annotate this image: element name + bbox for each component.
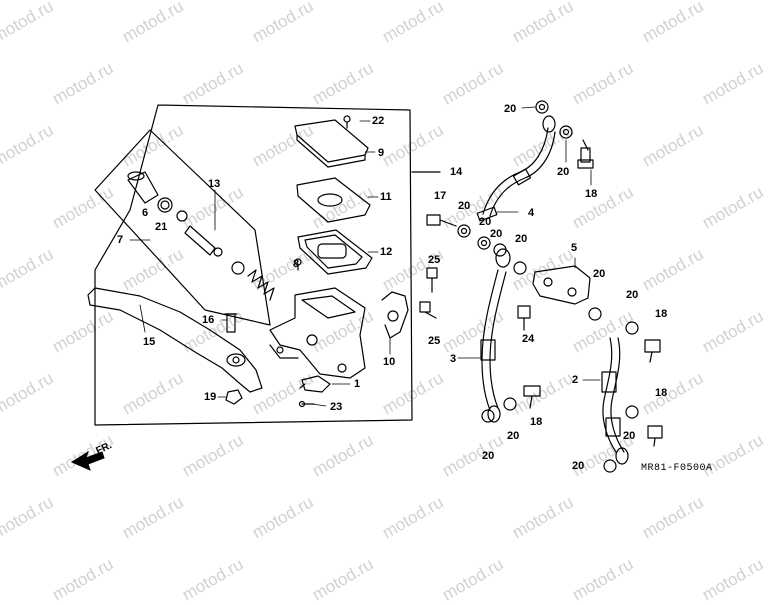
- plate-11: [296, 177, 371, 223]
- callout-22: 22: [372, 115, 385, 127]
- bolt-18-right: [644, 339, 661, 363]
- callout-4: 4: [528, 207, 535, 219]
- bolt-24: [517, 305, 531, 331]
- callout-1: 1: [354, 378, 361, 390]
- washer-20-h3d: [503, 397, 517, 411]
- diagram-code: MR81-F0500A: [641, 463, 713, 474]
- callout-20-hose4a: 20: [458, 200, 471, 212]
- callout-20-h2a: 20: [623, 430, 636, 442]
- callout-15: 15: [143, 336, 156, 348]
- callout-20-h3a: 20: [490, 228, 503, 240]
- callout-24: 24: [522, 333, 535, 345]
- callout-21: 21: [155, 221, 168, 233]
- boot-6: [127, 171, 159, 204]
- piston-rod: [184, 225, 245, 275]
- callout-23: 23: [330, 401, 343, 413]
- washer-20-topright: [559, 125, 573, 139]
- callout-2: 2: [572, 374, 579, 386]
- callout-5: 5: [571, 242, 578, 254]
- assembly-frame-14: [94, 104, 413, 426]
- three-way-joint-5: [532, 265, 591, 305]
- parts-diagram: [70, 100, 663, 473]
- callout-25a: 25: [428, 254, 441, 266]
- callout-20-topright: 20: [557, 166, 570, 178]
- callout-19: 19: [204, 391, 217, 403]
- switch-1: [299, 375, 331, 393]
- washer-20-top: [535, 100, 549, 114]
- callout-18-mid: 18: [530, 416, 543, 428]
- callout-20-joint: 20: [593, 268, 606, 280]
- callout-8: 8: [293, 258, 300, 270]
- lever-15: [87, 287, 263, 393]
- callout-14: 14: [450, 166, 463, 178]
- holder-10: [381, 291, 409, 339]
- pivot-bolt-16: [224, 313, 238, 333]
- screw-22: [343, 115, 351, 129]
- bolt-25b: [419, 301, 437, 319]
- callout-11: 11: [380, 191, 392, 203]
- front-direction-arrow: [70, 450, 105, 471]
- washer-20-hose4a: [457, 224, 471, 238]
- nut-19: [225, 389, 243, 405]
- callout-7: 7: [117, 234, 124, 246]
- piston-kit-frame-13: [94, 129, 271, 326]
- callout-18-top: 18: [585, 188, 598, 200]
- bolt-18-top: [577, 139, 594, 169]
- callout-18-right: 18: [655, 308, 668, 320]
- washer-a: [176, 210, 188, 222]
- callout-20-joint2: 20: [626, 289, 639, 301]
- screw-8: [294, 258, 302, 271]
- washer-20-joint2: [625, 321, 639, 335]
- callout-20-hose4b: 20: [479, 216, 492, 228]
- washer-20-h2b: [603, 459, 617, 473]
- callout-20-h3b: 20: [515, 233, 528, 245]
- brake-hose-2: [601, 337, 629, 465]
- bolt-18-bottom: [647, 425, 663, 447]
- diaphragm-12: [297, 229, 373, 275]
- callout-20-h3d: 20: [507, 430, 520, 442]
- washer-20-h3a: [493, 243, 507, 257]
- reservoir-cap-9: [294, 119, 369, 168]
- callout-3: 3: [450, 353, 457, 365]
- callout-16: 16: [202, 314, 215, 326]
- bolt-17: [426, 214, 457, 227]
- leader-lines: [129, 106, 601, 407]
- callout-17: 17: [434, 190, 447, 202]
- washer-20-hose4b: [477, 236, 491, 250]
- callout-25b: 25: [428, 335, 441, 347]
- bolt-25a: [426, 267, 438, 293]
- brake-hose-4: [476, 115, 556, 222]
- bolt-18-mid: [523, 385, 541, 409]
- brake-hose-3: [480, 248, 511, 423]
- callout-13: 13: [208, 178, 221, 190]
- washer-20-h3c: [481, 409, 495, 423]
- washer-20-joint: [588, 307, 602, 321]
- callout-20-top: 20: [504, 103, 517, 115]
- callout-20-h2b: 20: [572, 460, 585, 472]
- spring: [247, 269, 275, 301]
- circlip-21: [157, 197, 173, 213]
- washer-20-h3b: [513, 261, 527, 275]
- callout-20-h3c: 20: [482, 450, 495, 462]
- callout-12: 12: [380, 246, 393, 258]
- master-cylinder-body: [269, 287, 366, 379]
- washer-20-h2a: [625, 405, 639, 419]
- callout-6: 6: [142, 207, 149, 219]
- callout-18-bottom: 18: [655, 387, 668, 399]
- callout-9: 9: [378, 147, 385, 159]
- callout-10: 10: [383, 356, 396, 368]
